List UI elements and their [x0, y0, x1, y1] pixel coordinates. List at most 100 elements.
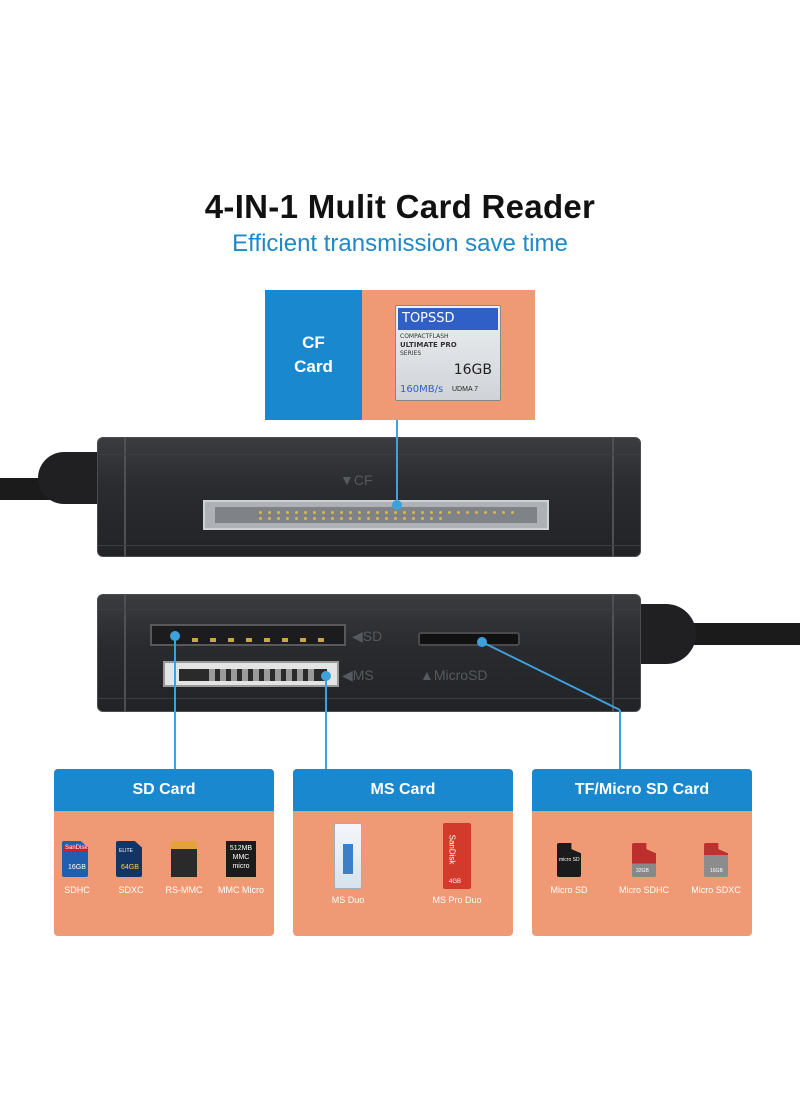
- card-item-ms-duo: MS Duo: [323, 823, 373, 905]
- ms-pin: [264, 669, 270, 681]
- sd-pin: [192, 638, 198, 642]
- ms-pin: [231, 669, 237, 681]
- cf-pin: [394, 511, 397, 514]
- cf-pin: [403, 517, 406, 520]
- ms-callout-line: [325, 676, 327, 769]
- cf-card-udma: UDMA 7: [452, 386, 479, 393]
- micro-sdxc-card-icon: 16GB: [704, 843, 728, 877]
- cf-pin: [430, 517, 433, 520]
- cf-slot: [203, 500, 549, 530]
- sd-pin: [228, 638, 234, 642]
- cf-pin: [295, 517, 298, 520]
- cf-pin: [421, 517, 424, 520]
- cf-pin: [277, 511, 280, 514]
- cf-pin: [349, 511, 352, 514]
- card-item-micro-sd: micro SD Micro SD: [544, 843, 594, 895]
- sd-pin: [318, 638, 324, 642]
- cable-strain-relief-left: [38, 452, 102, 504]
- ms-pin: [308, 669, 314, 681]
- card-caption: SDHC: [64, 885, 90, 895]
- cf-card-image: TOPSSD COMPACTFLASH ULTIMATE PRO SERIES …: [395, 305, 501, 401]
- sd-reader-body: [97, 594, 641, 712]
- cf-pin: [340, 511, 343, 514]
- card-caption: MS Duo: [331, 895, 365, 905]
- cf-pin: [385, 517, 388, 520]
- mmc-micro-card-icon: 512MB MMC micro: [226, 841, 256, 877]
- cf-pin: [322, 517, 325, 520]
- sd-card-panel: SD Card SanDisk 16GB SDHC ELITE 64GB SDX…: [54, 769, 274, 936]
- sd-callout-dot: [170, 631, 180, 641]
- cf-pin: [358, 517, 361, 520]
- card-caption: MS Pro Duo: [432, 895, 482, 905]
- cf-card-text1: COMPACTFLASH: [400, 333, 449, 340]
- cf-card-text3: SERIES: [400, 350, 422, 357]
- card-item-sdxc: ELITE 64GB SDXC: [116, 841, 146, 895]
- cf-pin: [349, 517, 352, 520]
- sd-slot-label: ◀SD: [352, 628, 383, 644]
- ms-callout-dot: [321, 671, 331, 681]
- cf-pin: [313, 511, 316, 514]
- cf-pin: [259, 517, 262, 520]
- ms-pin: [209, 669, 215, 681]
- microsd-callout-line: [477, 637, 621, 770]
- cf-pin: [304, 517, 307, 520]
- sd-pin: [300, 638, 306, 642]
- cf-card-label: CF Card: [265, 290, 362, 420]
- cf-pin: [484, 511, 487, 514]
- sd-callout-line: [174, 636, 176, 769]
- cf-pin: [286, 511, 289, 514]
- sd-card-panel-title: SD Card: [54, 769, 274, 811]
- usb-cable-right: [690, 623, 800, 645]
- card-item-rsmmc: RS-MMC: [164, 841, 204, 895]
- ms-duo-card-icon: [334, 823, 362, 889]
- cf-callout-dot: [392, 500, 402, 510]
- card-item-ms-pro-duo: SanDisk 4GB MS Pro Duo: [427, 823, 487, 905]
- cf-card-speed: 160MB/s: [400, 384, 444, 395]
- cf-pin: [403, 511, 406, 514]
- cf-card-text2: ULTIMATE PRO: [400, 341, 457, 349]
- cf-pin: [502, 511, 505, 514]
- ms-pin: [220, 669, 226, 681]
- cf-pin: [511, 511, 514, 514]
- tf-card-panel: TF/Micro SD Card micro SD Micro SD 32GB …: [532, 769, 752, 936]
- micro-sd-card-icon: micro SD: [557, 843, 581, 877]
- microsd-slot-label: ▲MicroSD: [420, 667, 488, 683]
- sdhc-card-icon: SanDisk 16GB: [62, 841, 88, 877]
- cf-pin: [367, 511, 370, 514]
- cf-pin: [313, 517, 316, 520]
- cf-pin: [385, 511, 388, 514]
- cf-pin: [493, 511, 496, 514]
- ms-slot-label: ◀MS: [342, 667, 374, 683]
- cf-pin: [430, 511, 433, 514]
- cf-pin: [322, 511, 325, 514]
- card-caption: SDXC: [118, 885, 144, 895]
- card-caption: Micro SDXC: [691, 885, 741, 895]
- cf-pin: [268, 517, 271, 520]
- cf-pin: [448, 511, 451, 514]
- cf-pin: [259, 511, 262, 514]
- cf-pin: [394, 517, 397, 520]
- ms-pro-duo-card-icon: SanDisk 4GB: [443, 823, 471, 889]
- card-item-micro-sdxc: 16GB Micro SDXC: [686, 843, 746, 895]
- page-subtitle: Efficient transmission save time: [232, 230, 568, 257]
- cf-pin: [376, 511, 379, 514]
- tf-card-panel-title: TF/Micro SD Card: [532, 769, 752, 811]
- sd-pin: [264, 638, 270, 642]
- page-title: 4-IN-1 Mulit Card Reader: [204, 188, 596, 225]
- sd-pin: [246, 638, 252, 642]
- sd-pin: [210, 638, 216, 642]
- cf-label-line1: CF: [302, 333, 325, 352]
- cf-pin: [295, 511, 298, 514]
- ms-card-panel: MS Card MS Duo SanDisk 4GB MS Pro Duo: [293, 769, 513, 936]
- microsd-slot: [418, 632, 520, 646]
- card-caption: Micro SD: [550, 885, 588, 895]
- cf-pin: [340, 517, 343, 520]
- cf-pin: [376, 517, 379, 520]
- cf-card-capacity: 16GB: [453, 362, 492, 378]
- cf-pin: [286, 517, 289, 520]
- cf-pin: [277, 517, 280, 520]
- card-item-sdhc: SanDisk 16GB SDHC: [62, 841, 92, 895]
- cf-pin: [421, 511, 424, 514]
- card-caption: Micro SDHC: [618, 885, 669, 895]
- ms-pin: [297, 669, 303, 681]
